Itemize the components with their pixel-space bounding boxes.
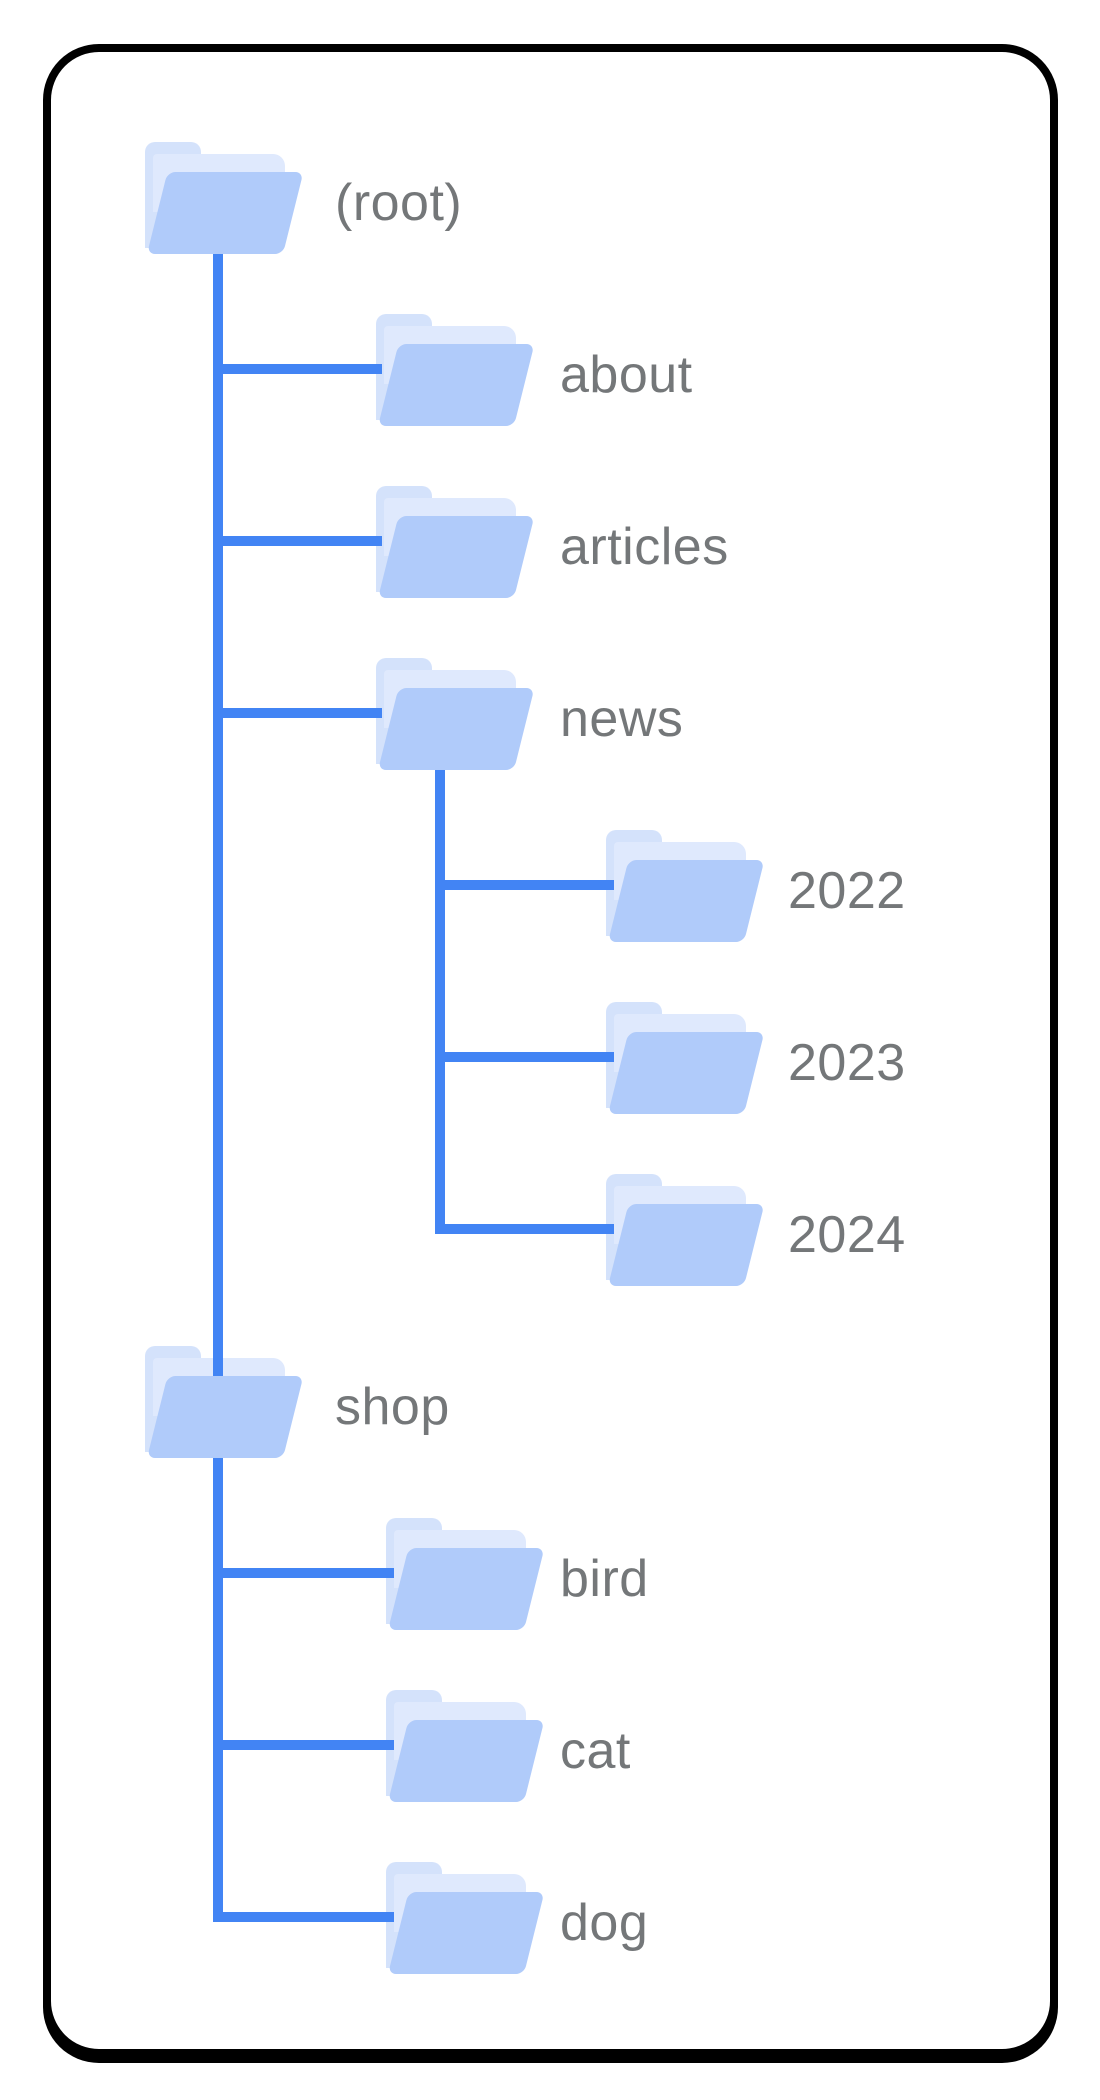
folder-label-about: about [560,346,693,404]
folder-label-articles: articles [560,518,729,576]
connector-line [435,1224,614,1234]
connector-line [213,1568,394,1578]
folder-tree-card: (root) about articles news 2022 2023 2024 shop b… [43,44,1058,2057]
connector-line [213,364,382,374]
connector-lines-layer [51,52,1050,2049]
folder-label-news: news [560,690,684,748]
connector-line [435,880,614,890]
connector-line [213,708,382,718]
folder-label-y2023: 2023 [788,1034,906,1092]
connector-line [213,536,382,546]
connector-line [435,763,445,1234]
connector-line [213,1740,394,1750]
folder-label-y2022: 2022 [788,862,906,920]
connector-line [213,1912,394,1922]
folder-labels-layer: (root) about articles news 2022 2023 2024 shop b… [51,52,1050,2049]
connector-line [435,1052,614,1062]
folder-label-bird: bird [560,1550,649,1608]
folder-label-dog: dog [560,1894,649,1952]
folder-label-y2024: 2024 [788,1206,906,1264]
folder-label-cat: cat [560,1722,631,1780]
connector-line [213,250,223,1922]
folder-label-shop: shop [335,1378,450,1436]
folder-label-root: (root) [335,174,463,232]
